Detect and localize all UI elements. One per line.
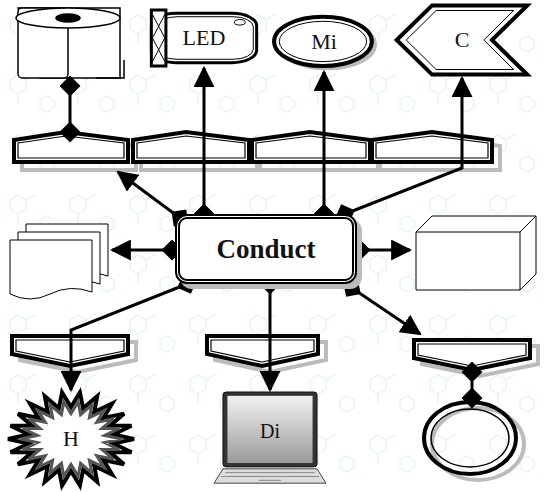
connector-arrow (269, 284, 272, 390)
node-label: Di (260, 420, 280, 461)
box-icon (416, 216, 536, 290)
banner-bottom (12, 336, 538, 376)
paper-stack-icon (10, 224, 108, 299)
node-label: Conduct (216, 234, 315, 265)
connector-arrow (203, 68, 206, 214)
tape-roll-icon (16, 8, 124, 78)
connector-arrow (71, 284, 187, 390)
arrow (70, 86, 472, 398)
node-label: Mi (311, 29, 337, 55)
starburst-node: H (8, 392, 134, 486)
node-label: LED (183, 25, 226, 51)
ring-icon (424, 402, 524, 480)
node-label: C (455, 27, 470, 53)
connector-arrow (323, 72, 326, 214)
chevron-node: C (394, 4, 530, 76)
led-box: LED (148, 10, 260, 66)
node-label: H (63, 426, 79, 452)
laptop-node: Di (214, 392, 326, 488)
central-box: Conduct (175, 214, 357, 284)
connector-arrow (345, 78, 462, 214)
ellipse-node: Mi (272, 14, 376, 70)
banner-top (14, 132, 500, 170)
